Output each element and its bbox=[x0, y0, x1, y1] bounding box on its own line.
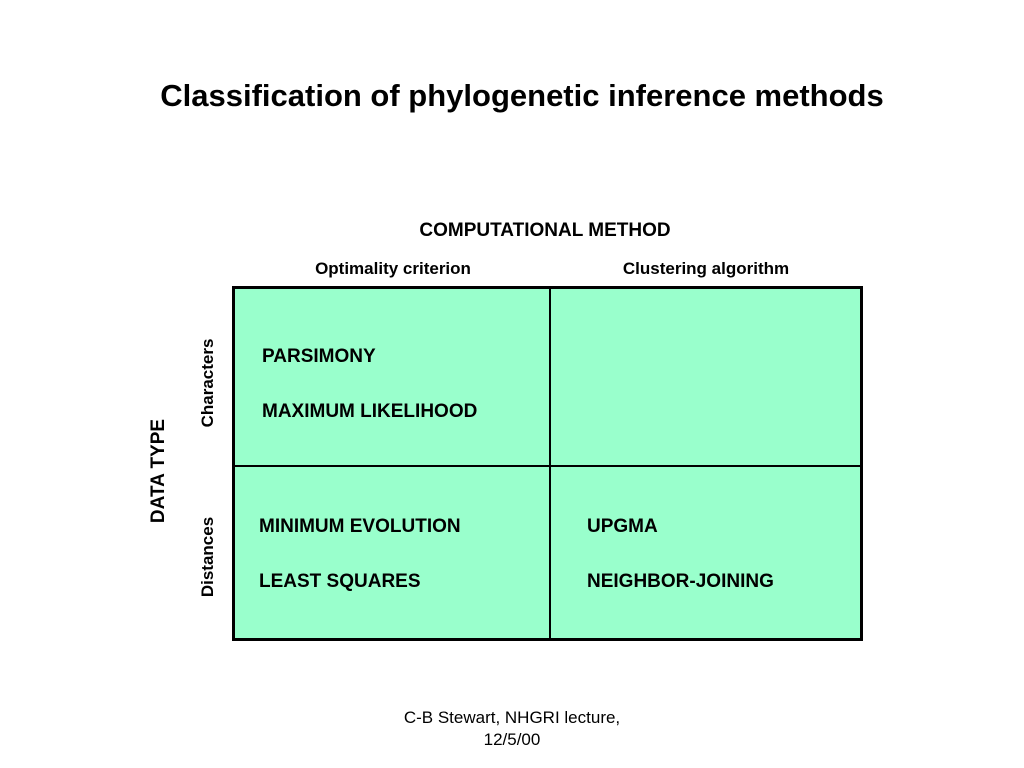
footer-line-1: C-B Stewart, NHGRI lecture, bbox=[403, 708, 621, 727]
cell-maximum-likelihood: MAXIMUM LIKELIHOOD bbox=[262, 401, 478, 422]
column-header-clustering: Clustering algorithm bbox=[622, 259, 790, 278]
cell-neighbor-joining: NEIGHBOR-JOINING bbox=[587, 571, 774, 592]
data-type-label: DATA TYPE bbox=[148, 418, 169, 524]
row-label-distances: Distances bbox=[198, 516, 217, 598]
grid-vertical-divider bbox=[549, 289, 551, 638]
footer-citation: C-B Stewart, NHGRI lecture, 12/5/00 bbox=[362, 707, 662, 751]
grid-horizontal-divider bbox=[235, 465, 860, 467]
cell-parsimony: PARSIMONY bbox=[262, 346, 376, 367]
column-header-optimality: Optimality criterion bbox=[315, 259, 471, 278]
row-label-characters: Characters bbox=[198, 338, 217, 428]
cell-minimum-evolution: MINIMUM EVOLUTION bbox=[259, 516, 461, 537]
slide-title: Classification of phylogenetic inference… bbox=[160, 78, 884, 113]
cell-upgma: UPGMA bbox=[587, 516, 658, 537]
computational-method-header: COMPUTATIONAL METHOD bbox=[419, 220, 671, 241]
classification-grid: PARSIMONY MAXIMUM LIKELIHOOD MINIMUM EVO… bbox=[232, 286, 863, 641]
footer-line-2: 12/5/00 bbox=[483, 730, 541, 749]
cell-least-squares: LEAST SQUARES bbox=[259, 571, 421, 592]
